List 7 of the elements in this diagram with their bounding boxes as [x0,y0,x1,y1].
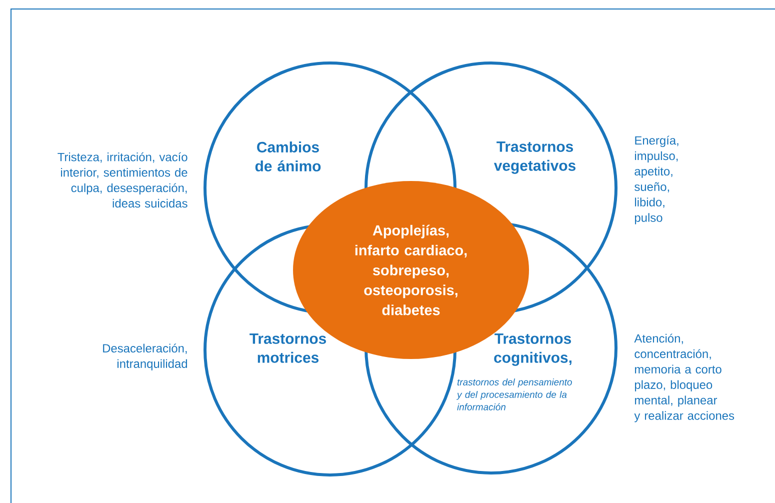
symptom-list: Desaceleración, intranquilidad [103,344,188,370]
symptom-list: Atención, concentración, memoria a corto plazo, bloqueo mental, planear y realizar acciones [634,334,734,422]
symptom-list: Energía, impulso, apetito, sueño, libido, pulso [634,136,678,224]
circle-note: trastornos del pensamiento y del procesamiento de la información [456,378,572,410]
circle-heading: Trastornos vegetativos [494,142,576,174]
circle-heading: Cambios de ánimo [255,142,321,172]
symptom-list: Tristeza, irritación, vacío interior, sentimientos de culpa, desesperación, ideas suicidas [58,152,188,208]
